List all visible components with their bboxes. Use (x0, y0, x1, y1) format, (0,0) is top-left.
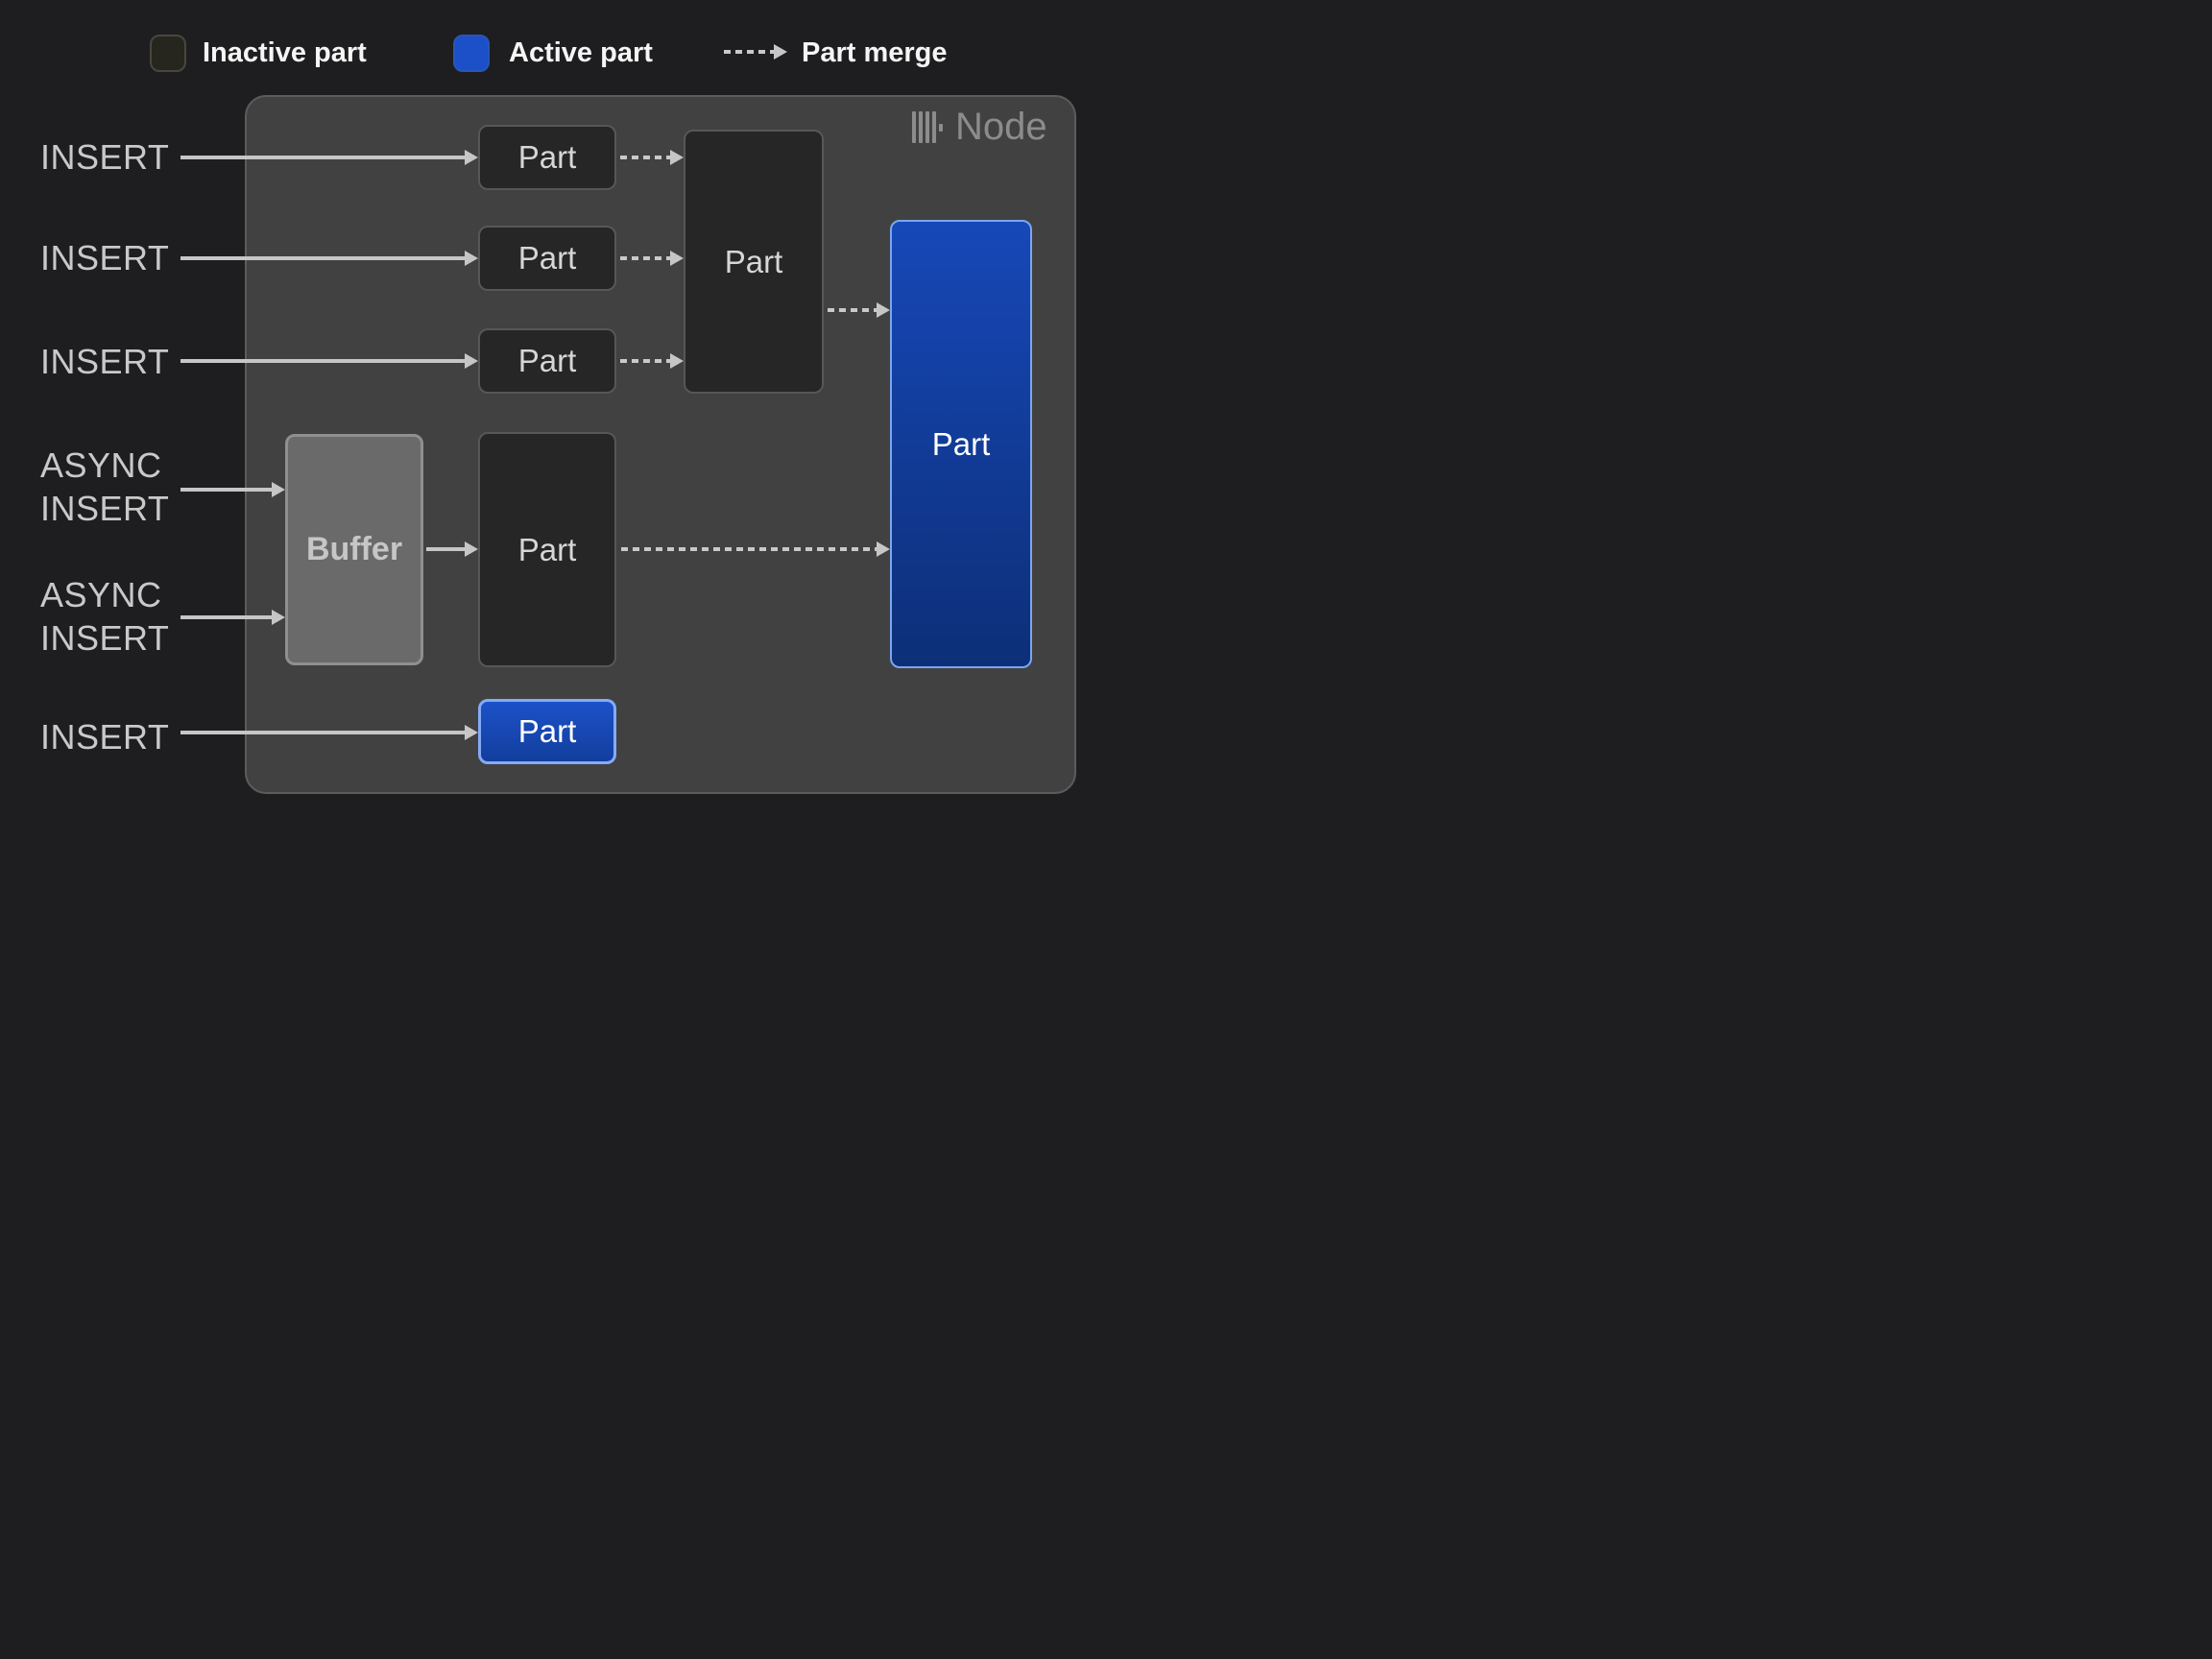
part-box-async-label: Part (517, 531, 577, 567)
active-part-swatch (453, 35, 490, 72)
part-box-merged: Part (684, 130, 824, 394)
merge-arrow-part1 (620, 149, 684, 166)
legend-merge-arrow-shaft (724, 50, 774, 54)
insert-arrow-4 (180, 724, 478, 741)
async-insert-arrow-2 (180, 609, 285, 626)
insert-label-2: INSERT (40, 238, 170, 277)
buffer-box: Buffer (285, 434, 423, 665)
part-box-top-3: Part (478, 328, 616, 394)
part-box-top-2-label: Part (517, 240, 577, 276)
async-insert-arrow-1 (180, 481, 285, 498)
insert-label-4: INSERT (40, 717, 170, 757)
async-insert-label-2: ASYNC INSERT (40, 573, 169, 660)
async-insert-label-2-line1: ASYNC (40, 575, 162, 614)
buffer-to-part-arrow (426, 541, 478, 558)
insert-label-1: INSERT (40, 137, 170, 177)
insert-arrow-1 (180, 149, 478, 166)
part-box-merged-label: Part (724, 243, 783, 279)
legend-active-label: Active part (509, 37, 653, 68)
clickhouse-logo-icon (912, 111, 943, 143)
buffer-box-label: Buffer (305, 531, 403, 567)
legend-merge-arrow-icon (724, 43, 787, 60)
merge-arrow-part3 (620, 352, 684, 370)
part-box-top-3-label: Part (517, 343, 577, 378)
async-insert-label-1: ASYNC INSERT (40, 444, 169, 530)
insert-arrow-2 (180, 250, 478, 267)
async-insert-label-1-line1: ASYNC (40, 445, 162, 485)
legend-inactive-label: Inactive part (203, 37, 367, 68)
legend-merge-label: Part merge (802, 37, 948, 68)
async-insert-label-2-line2: INSERT (40, 618, 170, 658)
part-box-active-large: Part (890, 220, 1032, 668)
merge-arrow-async-part (621, 541, 890, 558)
async-insert-label-1-line2: INSERT (40, 489, 170, 528)
part-merge-diagram: Inactive part Active part Part merge Nod… (0, 0, 1106, 830)
part-box-active-large-label: Part (931, 425, 991, 462)
node-title: Node (912, 106, 1047, 149)
insert-label-3: INSERT (40, 342, 170, 381)
merge-arrow-to-active (828, 301, 890, 319)
part-box-active-small: Part (478, 699, 616, 764)
merge-arrow-part2 (620, 250, 684, 267)
node-title-label: Node (955, 106, 1047, 148)
part-box-active-small-label: Part (517, 713, 577, 749)
part-box-top-2: Part (478, 226, 616, 291)
legend-merge-arrow-head (774, 44, 787, 60)
part-box-async: Part (478, 432, 616, 667)
inactive-part-swatch (150, 35, 186, 72)
part-box-top-1-label: Part (517, 139, 577, 175)
insert-arrow-3 (180, 352, 478, 370)
part-box-top-1: Part (478, 125, 616, 190)
